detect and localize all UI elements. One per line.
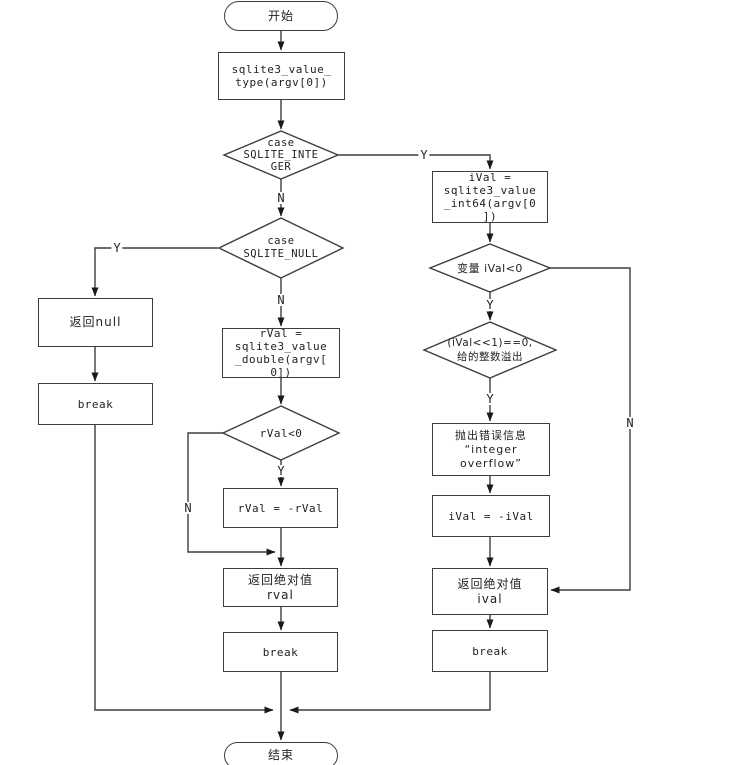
decision-overflow-check-label: (iVal<<1)==0, 给的整数溢出 — [447, 337, 533, 363]
end-terminal: 结束 — [224, 742, 338, 765]
diamond-overflow-check — [422, 321, 558, 379]
process-break-mid: break — [223, 632, 338, 672]
edge-breakleft-merge — [94, 425, 274, 714]
process-rval-assign: rVal = sqlite3_value _double(argv[ 0]) — [222, 327, 340, 379]
decision-ival-check-label: 变量 iVal<0 — [457, 261, 523, 275]
process-rval-negate: rVal = -rVal — [223, 488, 338, 528]
process-return-rval: 返回绝对值 rval — [223, 568, 338, 607]
edge-label-rval-check-no: N — [182, 501, 194, 515]
process-throw-error: 抛出错误信息 “integer overflow” — [432, 423, 550, 476]
edge-rvalcheck-no — [187, 432, 276, 556]
edge-label-case-null-no: N — [275, 293, 287, 307]
process-return-null: 返回null — [38, 298, 153, 347]
diamond-case-null — [217, 217, 345, 279]
process-ival-negate: iVal = -iVal — [432, 495, 550, 537]
edge-label-ival-check-no: N — [624, 416, 636, 430]
decision-case-null-label: case SQLITE_NULL — [243, 235, 319, 260]
decision-rval-check-label: rVal<0 — [259, 426, 303, 440]
diamond-rval-check — [221, 405, 341, 461]
edge-casenull-yes — [91, 247, 218, 297]
diamond-ival-check — [428, 243, 552, 293]
edge-label-overflow-yes: Y — [484, 392, 496, 406]
edge-label-case-integer-yes: Y — [418, 148, 430, 162]
edge-label-ival-check-yes: Y — [484, 298, 496, 312]
process-break-right: break — [432, 630, 548, 672]
edge-caseinteger-yes — [338, 154, 494, 170]
process-return-ival: 返回绝对值 ival — [432, 568, 548, 615]
edge-breakright-merge — [289, 672, 491, 714]
process-ival-assign: iVal = sqlite3_value _int64(argv[0 ]) — [432, 171, 548, 223]
edge-ivalcheck-no — [550, 267, 631, 594]
diamond-case-integer — [222, 130, 340, 180]
edge-label-case-null-yes: Y — [111, 241, 123, 255]
edge-label-case-integer-no: N — [275, 191, 287, 205]
start-terminal: 开始 — [224, 1, 338, 31]
process-break-left: break — [38, 383, 153, 425]
decision-case-integer-label: case SQLITE_INTE GER — [243, 137, 319, 173]
edge-label-rval-check-yes: Y — [275, 464, 287, 478]
process-value-type: sqlite3_value_ type(argv[0]) — [218, 52, 345, 100]
